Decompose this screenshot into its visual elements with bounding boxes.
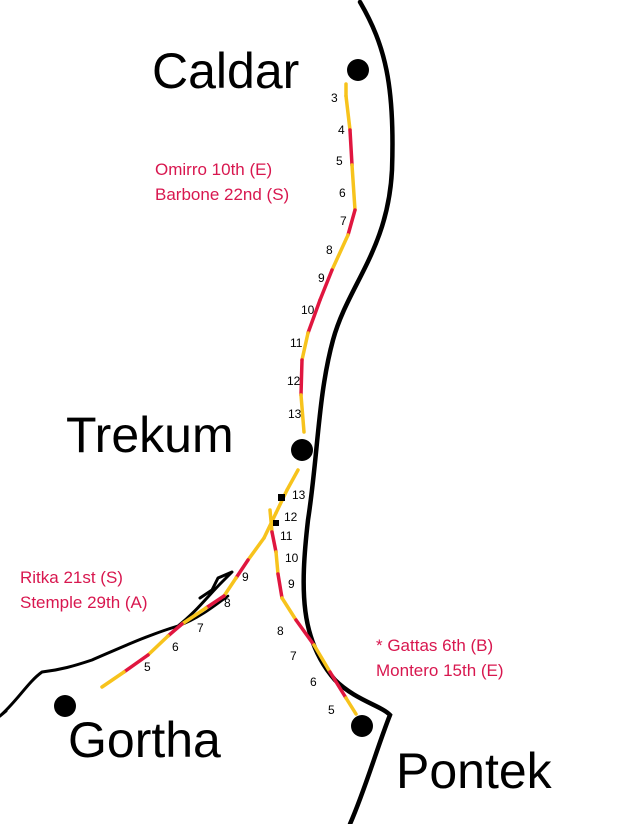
route-segment-trekum-pontek: [312, 643, 332, 674]
route-marker-caldar-trekum: 4: [338, 123, 345, 137]
route-marker-caldar-trekum: 8: [326, 243, 333, 257]
coastline: [301, 0, 395, 824]
gortha-city-dot[interactable]: [54, 695, 76, 717]
route-segment-caldar-trekum: [350, 163, 357, 212]
route-marker-trekum-gortha: 5: [144, 660, 151, 674]
note-trekum-pontek-1: * Gattas 6th (B): [376, 636, 493, 655]
route-segment-trekum-pontek: [276, 572, 284, 600]
route-marker-trekum-gortha: 7: [197, 621, 204, 635]
route-segment-trekum-pontek: [274, 550, 280, 576]
route-segment-trekum-gortha: [274, 488, 289, 515]
route-segment-trekum-gortha: [146, 634, 170, 657]
routes: [100, 82, 358, 716]
route-marker-trekum-gortha: 8: [224, 596, 231, 610]
route-marker-trekum-pontek: 5: [328, 703, 335, 717]
route-marker-caldar-trekum: 12: [287, 374, 301, 388]
note-trekum-gortha-2: Stemple 29th (A): [20, 593, 148, 612]
note-caldar-trekum-1: Omirro 10th (E): [155, 160, 272, 179]
route-segment-caldar-trekum: [330, 233, 350, 272]
route-marker-trekum-pontek: 7: [290, 649, 297, 663]
city-label-pontek: Pontek: [396, 743, 553, 799]
route-segment-trekum-pontek: [270, 530, 278, 554]
route-segment-trekum-gortha: [222, 576, 238, 598]
route-segment-caldar-trekum: [299, 358, 304, 397]
route-segment-trekum-pontek: [344, 696, 358, 716]
route-segment-trekum-gortha: [100, 670, 126, 689]
city-label-caldar: Caldar: [152, 43, 299, 99]
route-marker-trekum-gortha: 10: [285, 551, 299, 565]
route-marker-trekum-pontek: 8: [277, 624, 284, 638]
route-segment-caldar-trekum: [344, 94, 352, 132]
route-marker-caldar-trekum: 13: [288, 407, 302, 421]
route-marker-caldar-trekum: 9: [318, 271, 325, 285]
western-shore: [0, 570, 234, 718]
route-segment-caldar-trekum: [306, 298, 322, 335]
route-marker-trekum-pontek: 9: [288, 577, 295, 591]
route-marker-caldar-trekum: 5: [336, 154, 343, 168]
caldar-city-dot[interactable]: [347, 59, 369, 81]
route-segment-trekum-gortha: [204, 594, 226, 610]
route-marker-trekum-gortha: 6: [172, 640, 179, 654]
route-marker-caldar-trekum: 3: [331, 91, 338, 105]
route-segment-trekum-pontek: [328, 670, 348, 700]
route-segment-trekum-gortha: [166, 622, 184, 638]
route-segment-trekum-pontek: [294, 618, 316, 647]
route-segment-caldar-trekum: [348, 128, 354, 167]
route-segment-trekum-gortha: [234, 558, 250, 580]
route-marker-trekum-gortha: 11: [280, 529, 293, 543]
route-segment-trekum-gortha: [246, 536, 266, 562]
route-segment-caldar-trekum: [299, 393, 306, 434]
route-marker-caldar-trekum: 11: [290, 336, 303, 350]
trekum-city-dot[interactable]: [291, 439, 313, 461]
route-segment-caldar-trekum: [318, 268, 334, 302]
pontek-city-dot[interactable]: [351, 715, 373, 737]
junction-mark: [278, 494, 285, 501]
route-marker-trekum-gortha: 12: [284, 510, 298, 524]
route-marker-trekum-gortha: 9: [242, 570, 249, 584]
route-segment-trekum-gortha: [285, 468, 300, 492]
route-segment-trekum-gortha: [180, 606, 208, 626]
route-segment-caldar-trekum: [300, 331, 310, 362]
route-marker-caldar-trekum: 7: [340, 214, 347, 228]
route-marker-caldar-trekum: 10: [301, 303, 315, 317]
route-segment-trekum-pontek: [268, 508, 274, 534]
note-trekum-pontek-2: Montero 15th (E): [376, 661, 504, 680]
note-caldar-trekum-2: Barbone 22nd (S): [155, 185, 289, 204]
junction-mark: [273, 520, 279, 526]
city-label-trekum: Trekum: [66, 407, 234, 463]
city-label-gortha: Gortha: [68, 712, 221, 768]
note-trekum-gortha-1: Ritka 21st (S): [20, 568, 123, 587]
route-segment-trekum-gortha: [122, 653, 150, 674]
route-marker-caldar-trekum: 6: [339, 186, 346, 200]
route-segment-trekum-pontek: [280, 596, 298, 622]
route-marker-trekum-pontek: 6: [310, 675, 317, 689]
route-segment-caldar-trekum: [346, 208, 357, 237]
route-marker-trekum-gortha: 13: [292, 488, 306, 502]
